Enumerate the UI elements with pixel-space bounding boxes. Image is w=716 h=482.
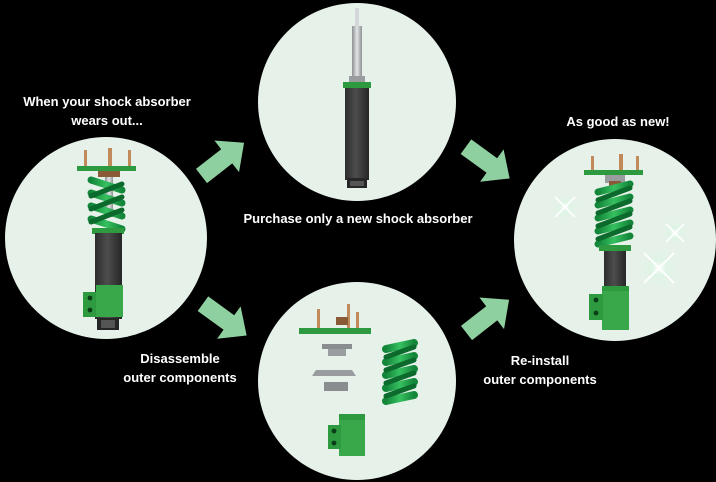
caption-reinstall-line2: outer components bbox=[483, 372, 597, 387]
worn-shock-absorber-icon bbox=[77, 148, 136, 330]
renewed-shock-absorber-icon bbox=[584, 154, 643, 330]
arrow-icon bbox=[460, 139, 510, 182]
caption-worn-line1: When your shock absorber bbox=[23, 94, 191, 109]
caption-disassemble: Disassemble outer components bbox=[100, 349, 260, 387]
caption-worn: When your shock absorber wears out... bbox=[14, 92, 200, 130]
sparkle-icon bbox=[662, 220, 688, 246]
new-shock-absorber-icon bbox=[343, 8, 371, 188]
caption-disassemble-line2: outer components bbox=[123, 370, 237, 385]
caption-reinstall-line1: Re-install bbox=[510, 353, 570, 368]
arrow-icon bbox=[460, 297, 510, 341]
caption-result: As good as new! bbox=[540, 112, 696, 131]
caption-purchase: Purchase only a new shock absorber bbox=[232, 209, 484, 228]
sparkle-icon bbox=[639, 248, 679, 288]
arrow-icon bbox=[197, 296, 247, 339]
caption-reinstall: Re-install outer components bbox=[460, 351, 620, 389]
caption-disassemble-line1: Disassemble bbox=[140, 351, 220, 366]
caption-result-text: As good as new! bbox=[566, 114, 670, 129]
caption-purchase-text: Purchase only a new shock absorber bbox=[243, 211, 473, 226]
spring-icon bbox=[382, 339, 418, 405]
sparkle-icon bbox=[552, 194, 578, 220]
caption-worn-line2: wears out... bbox=[71, 113, 143, 128]
outer-components-icon bbox=[299, 304, 418, 456]
arrow-icon bbox=[195, 140, 245, 184]
